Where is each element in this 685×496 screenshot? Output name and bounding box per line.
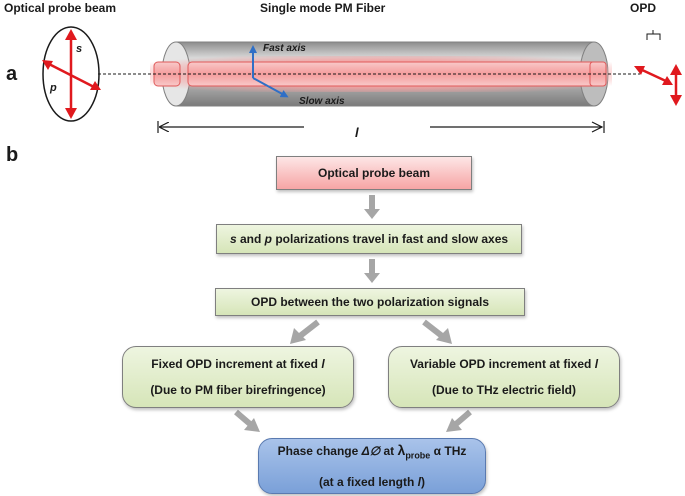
box-polarizations-axes: s and p polarizations travel in fast and…	[216, 224, 522, 254]
box-fixed-line2: (Due to PM fiber birefringence)	[150, 383, 326, 397]
box-phase-line1: Phase change Δ∅ at λprobe α THz	[277, 442, 467, 461]
flow-arrow-right-split	[422, 319, 452, 344]
p-label: p	[49, 82, 57, 94]
s-label: s	[76, 43, 82, 55]
flow-arrow-right-merge	[446, 409, 472, 432]
slow-axis-arrow	[252, 77, 289, 98]
flow-arrow-left-split	[290, 319, 320, 344]
box-phase-change: Phase change Δ∅ at λprobe α THz (at a fi…	[258, 438, 486, 494]
box-fixed-opd: Fixed OPD increment at fixed l (Due to P…	[122, 346, 354, 408]
box-opd-between-signals: OPD between the two polarization signals	[215, 288, 525, 316]
opd-output-arrows	[634, 64, 682, 106]
box-fixed-line1: Fixed OPD increment at fixed l	[151, 357, 325, 371]
slow-axis-label: Slow axis	[299, 96, 345, 107]
box-variable-line2: (Due to THz electric field)	[431, 383, 577, 397]
box-axes-text: s and p polarizations travel in fast and…	[229, 232, 509, 246]
box-probe-text: Optical probe beam	[317, 166, 431, 180]
fast-axis-label: Fast axis	[263, 43, 306, 54]
panel-a-label: a	[6, 63, 18, 85]
panel-b-label: b	[6, 144, 18, 166]
box-variable-line1: Variable OPD increment at fixed l	[409, 357, 599, 371]
probe-beam-title: Optical probe beam	[4, 1, 116, 15]
length-label: l	[355, 125, 359, 140]
box-phase-line2: (at a fixed length l)	[318, 474, 426, 489]
flow-arrow-2	[364, 259, 380, 283]
box-variable-opd: Variable OPD increment at fixed l (Due t…	[388, 346, 620, 408]
box-optical-probe-beam: Optical probe beam	[276, 156, 472, 190]
fiber-title: Single mode PM Fiber	[260, 1, 386, 15]
flow-arrow-left-merge	[234, 409, 260, 432]
opd-bracket	[646, 33, 661, 40]
length-dimension	[157, 121, 605, 133]
flow-arrow-1	[364, 195, 380, 219]
p-polarization-arrow	[42, 60, 101, 90]
opd-title: OPD	[630, 1, 656, 15]
box-opd-text: OPD between the two polarization signals	[250, 295, 490, 309]
